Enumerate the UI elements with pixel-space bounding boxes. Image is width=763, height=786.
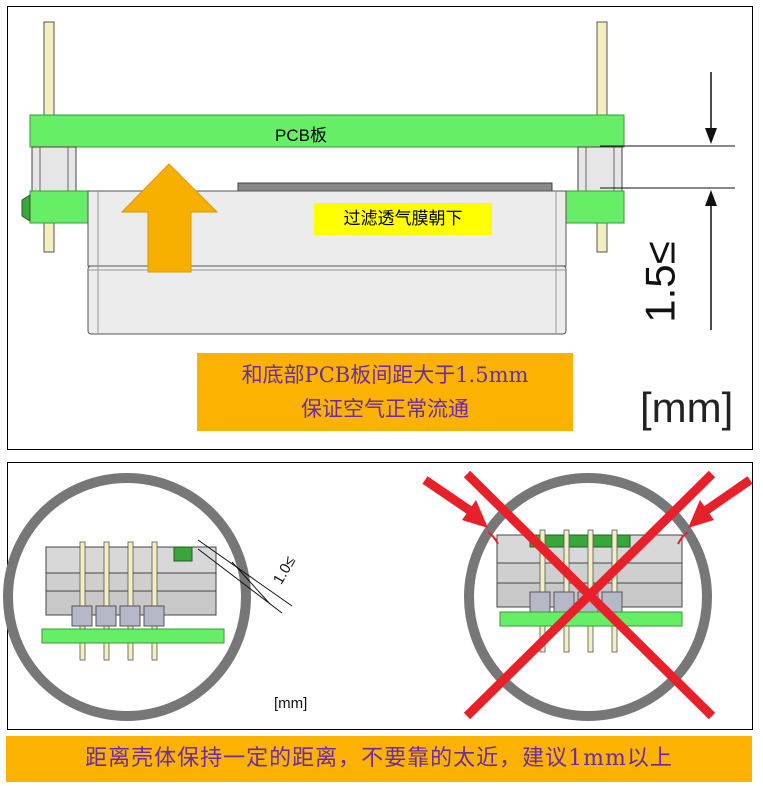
unit-label-top: [mm]: [640, 384, 734, 431]
clearance-caption-line2: 保证空气正常流通: [301, 397, 469, 421]
housing-distance-caption: 距离壳体保持一定的距离，不要靠的太近，建议1mm以上: [6, 736, 752, 782]
sensor-body-lower: [87, 265, 567, 335]
lower-pad-right: [565, 190, 625, 224]
housing-clearance-panel: [7, 462, 753, 730]
sensor-top-plate: [237, 182, 553, 192]
filter-membrane-label: 过滤透气膜朝下: [314, 203, 492, 235]
spacer-left: [31, 146, 77, 192]
clearance-caption: 和底部PCB板间距大于1.5mm 保证空气正常流通: [197, 353, 573, 431]
top-pcb-board: [29, 114, 625, 148]
unit-label-bottom: [mm]: [274, 695, 308, 712]
airflow-up-arrow: [120, 163, 219, 273]
clearance-caption-line1: 和底部PCB板间距大于1.5mm: [241, 363, 529, 387]
green-led: [21, 194, 31, 222]
clearance-dimension-label: 1.5≤: [636, 241, 684, 323]
lower-pad-left: [29, 190, 89, 224]
spacer-right: [577, 146, 623, 192]
pcb-board-label: PCB板: [275, 126, 327, 145]
